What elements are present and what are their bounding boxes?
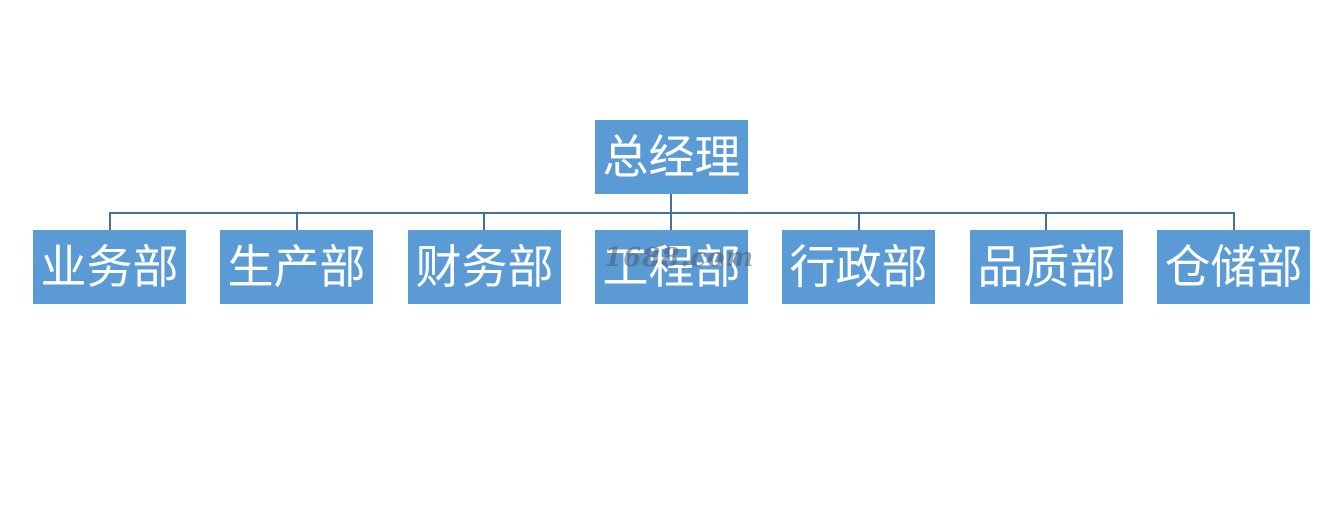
department-label: 仓储部 [1164,240,1303,294]
child-connector [296,212,298,230]
department-label: 业务部 [40,240,179,294]
child-connector [858,212,860,230]
root-drop-connector [670,194,672,213]
department-node-engineering: 工程部 [595,230,748,304]
child-connector [483,212,485,230]
department-node-production: 生产部 [220,230,373,304]
department-node-finance: 财务部 [408,230,561,304]
department-node-administration: 行政部 [782,230,935,304]
department-label: 财务部 [415,240,554,294]
department-label: 行政部 [789,240,928,294]
general-manager-label: 总经理 [602,130,741,184]
child-connector [670,212,672,230]
general-manager-node: 总经理 [595,120,748,194]
department-node-quality: 品质部 [970,230,1123,304]
department-label: 生产部 [227,240,366,294]
department-label: 工程部 [602,240,741,294]
horizontal-bus-connector [109,212,1235,214]
department-label: 品质部 [977,240,1116,294]
child-connector [109,212,111,230]
child-connector [1045,212,1047,230]
department-node-warehouse: 仓储部 [1157,230,1310,304]
child-connector [1233,212,1235,230]
department-node-sales: 业务部 [33,230,186,304]
